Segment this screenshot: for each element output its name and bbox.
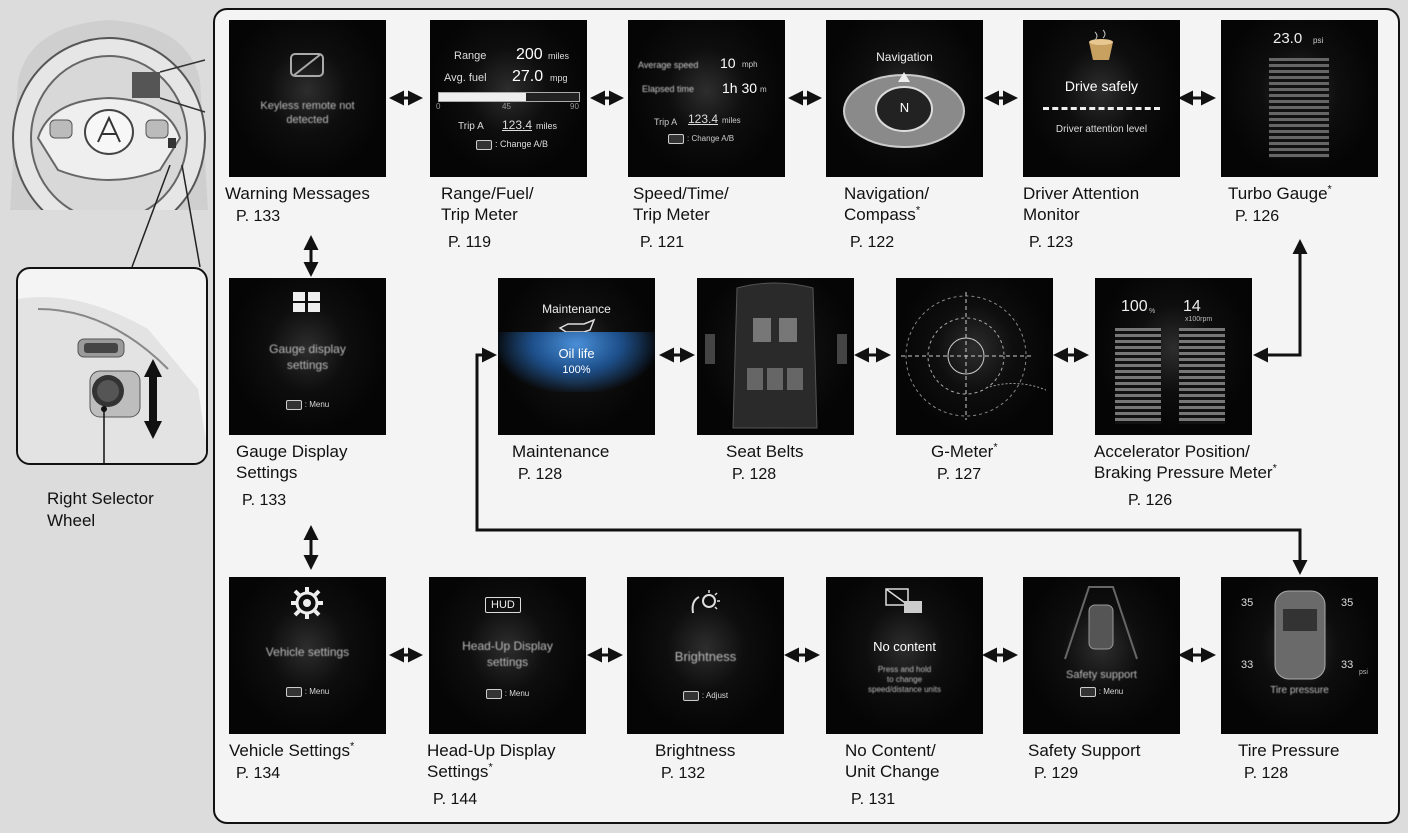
caption-tire-pressure: Tire Pressure [1238, 741, 1340, 760]
selector-wheel-closeup [16, 267, 208, 465]
page-ref-brightness: P. 132 [661, 765, 706, 782]
screen-speed-time: Average speed 10 mph Elapsed time 1h 30 … [628, 20, 785, 177]
caption-accelerator: Accelerator Position/Braking Pressure Me… [1094, 442, 1277, 482]
page-ref-hud-settings: P. 144 [433, 791, 478, 808]
selector-key-icon [476, 139, 492, 150]
screen-safety-support: Safety support : Menu [1023, 577, 1180, 734]
keyless-remote-icon [290, 53, 324, 77]
screen-vehicle-settings: Vehicle settings : Menu [229, 577, 386, 734]
caption-safety-support: Safety Support [1028, 741, 1141, 760]
caption-speed: Speed/Time/Trip Meter [633, 184, 729, 224]
page-ref-maintenance: P. 128 [518, 466, 563, 483]
caption-seat-belts: Seat Belts [726, 442, 804, 461]
page-ref-safety-support: P. 129 [1034, 765, 1079, 782]
page-ref-range: P. 119 [448, 234, 492, 251]
selector-key-icon [285, 687, 302, 697]
screen-no-content: No content Press and hold to change spee… [826, 577, 983, 734]
screen-seat-belts [697, 278, 854, 435]
caption-range: Range/Fuel/Trip Meter [441, 184, 534, 224]
page-ref-gauge-settings: P. 133 [242, 492, 287, 509]
maintenance-glow [498, 332, 655, 392]
screen-range-fuel: Range 200 miles Avg. fuel 27.0 mpg 0 45 … [430, 20, 587, 177]
page-ref-vehicle-settings: P. 134 [236, 765, 281, 782]
page-ref-tire-pressure: P. 128 [1244, 765, 1289, 782]
page-ref-no-content: P. 131 [851, 791, 896, 808]
safety-car-icon [1064, 586, 1138, 660]
turbo-bar [1269, 58, 1329, 158]
screen-warning-messages: Keyless remote not detected [229, 20, 386, 177]
caption-maintenance: Maintenance [512, 442, 610, 461]
screen-gauge-display-settings: Gauge display settings : Menu [229, 278, 386, 435]
selector-key-icon [285, 400, 302, 410]
caption-navigation: Navigation/Compass* [844, 184, 930, 224]
caption-vehicle-settings: Vehicle Settings* [229, 740, 355, 760]
caption-brightness: Brightness [655, 741, 736, 760]
g-meter-target-icon [901, 292, 1047, 420]
page-ref-turbo: P. 126 [1235, 208, 1280, 225]
screen-brightness: Brightness : Adjust [627, 577, 784, 734]
seat-belt-car-icon [705, 282, 847, 429]
page-ref-speed: P. 121 [640, 234, 685, 251]
car-top-icon [1274, 590, 1326, 680]
page-ref-warning: P. 133 [236, 208, 281, 225]
selector-wheel-label: Right Selector Wheel [47, 489, 154, 530]
screen-turbo-gauge: 23.0 psi [1221, 20, 1378, 177]
compass-icon [843, 72, 965, 148]
page-ref-seat-belts: P. 128 [732, 466, 777, 483]
fuel-economy-bar [438, 92, 580, 102]
page-ref-driver-attention: P. 123 [1029, 234, 1074, 251]
page-ref-g-meter: P. 127 [937, 466, 982, 483]
screen-accelerator-braking: 100 % 14 x100rpm [1095, 278, 1252, 435]
caption-warning: Warning Messages [225, 184, 370, 203]
page-ref-accelerator: P. 126 [1128, 492, 1173, 509]
screen-driver-attention: Drive safely Driver attention level [1023, 20, 1180, 177]
screen-hud-settings: HUD Head-Up Display settings : Menu [429, 577, 586, 734]
screen-g-meter [896, 278, 1053, 435]
accelerator-bar [1115, 328, 1161, 424]
page-ref-navigation: P. 122 [850, 234, 895, 251]
caption-no-content: No Content/Unit Change [845, 741, 940, 781]
selector-key-icon [682, 691, 699, 701]
selector-key-icon [1079, 687, 1096, 697]
caption-g-meter: G-Meter* [931, 441, 998, 461]
screen-navigation: Navigation N [826, 20, 983, 177]
coffee-cup-icon [1089, 29, 1113, 60]
gear-icon [291, 587, 323, 619]
steering-wheel-illustration [10, 20, 208, 210]
caption-turbo: Turbo Gauge* [1228, 183, 1332, 203]
screen-tire-pressure: 35 35 33 33 psi Tire pressure [1221, 577, 1378, 734]
no-content-icon [885, 588, 922, 613]
screen-maintenance: Maintenance Oil life 100% [498, 278, 655, 435]
brightness-icon [691, 590, 720, 614]
braking-bar [1179, 328, 1225, 424]
zoom-connector [130, 164, 201, 268]
selector-key-icon [485, 689, 502, 699]
gauge-layout-icon [293, 292, 320, 312]
hud-icon: HUD [485, 597, 521, 613]
selector-key-icon [668, 134, 684, 144]
attention-level-bar [1043, 107, 1160, 113]
